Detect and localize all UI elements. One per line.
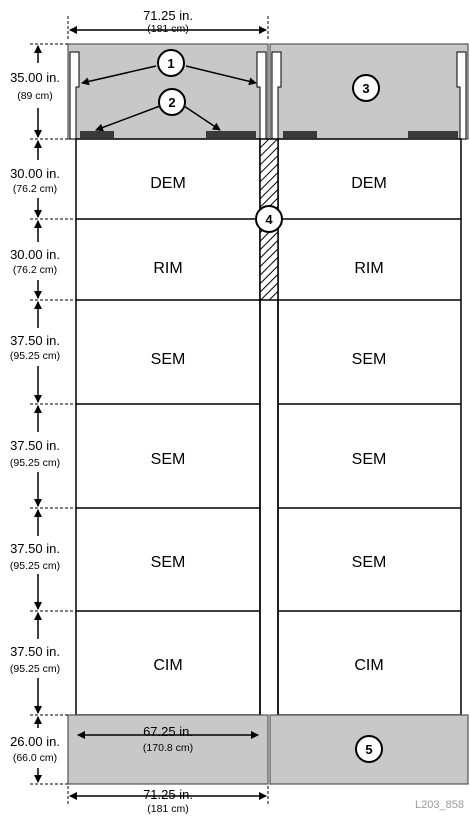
height-dimension-ticks <box>30 43 76 785</box>
bottom-unit-left: 67.25 in. (170.8 cm) <box>67 714 269 785</box>
module-label-rim-right: RIM <box>354 260 383 277</box>
module-label-sem-left-2: SEM <box>151 451 186 468</box>
inner-width-inches: 67.25 in. <box>143 724 193 739</box>
module-label-sem-left-3: SEM <box>151 554 186 571</box>
callout-3: 3 <box>352 74 380 102</box>
height-label-0-in: 35.00 in. <box>10 70 60 85</box>
module-label-sem-right-3: SEM <box>352 554 387 571</box>
module-label-rim-left: RIM <box>153 260 182 277</box>
height-label-6-in: 37.50 in. <box>10 644 60 659</box>
module-label-cim-left: CIM <box>153 657 182 674</box>
svg-text:3: 3 <box>362 81 369 96</box>
top-width-inches: 71.25 in. <box>143 8 193 23</box>
height-label-4-in: 37.50 in. <box>10 438 60 453</box>
floor-plate-right <box>206 131 256 138</box>
svg-text:4: 4 <box>265 212 273 227</box>
svg-text:2: 2 <box>168 95 175 110</box>
height-label-1-cm: (76.2 cm) <box>13 183 57 195</box>
bottom-width-dimension: 71.25 in. (181 cm) <box>67 786 269 815</box>
module-label-cim-right: CIM <box>354 657 383 674</box>
height-label-2-in: 30.00 in. <box>10 247 60 262</box>
callout-2: 2 <box>158 88 186 116</box>
svg-text:1: 1 <box>167 56 174 71</box>
svg-text:5: 5 <box>365 742 372 757</box>
module-label-sem-right-1: SEM <box>352 351 387 368</box>
callout-5: 5 <box>355 735 383 763</box>
height-label-7-in: 26.00 in. <box>10 734 60 749</box>
left-module-column <box>75 138 261 716</box>
module-label-dem-right: DEM <box>351 175 387 192</box>
height-label-4-cm: (95.25 cm) <box>10 457 60 469</box>
module-label-dem-left: DEM <box>150 175 186 192</box>
bottom-width-inches: 71.25 in. <box>143 787 193 802</box>
module-label-sem-left-1: SEM <box>151 351 186 368</box>
height-label-6-cm: (95.25 cm) <box>10 663 60 675</box>
top-width-cm: (181 cm) <box>147 23 188 35</box>
floor-plate-left <box>80 131 114 138</box>
module-label-sem-right-2: SEM <box>352 451 387 468</box>
bottom-width-cm: (181 cm) <box>147 803 188 815</box>
figure-id: L203_858 <box>415 799 464 811</box>
height-label-3-in: 37.50 in. <box>10 333 60 348</box>
height-label-1-in: 30.00 in. <box>10 166 60 181</box>
right-module-column <box>277 138 462 716</box>
top-width-dimension: 71.25 in. (181 cm) <box>67 8 269 40</box>
height-label-0-cm: (89 cm) <box>17 90 53 102</box>
height-label-5-in: 37.50 in. <box>10 541 60 556</box>
inner-width-cm: (170.8 cm) <box>143 742 193 754</box>
height-label-7-cm: (66.0 cm) <box>13 752 57 764</box>
callout-4: 4 <box>255 205 283 233</box>
callout-1: 1 <box>157 49 185 77</box>
height-label-3-cm: (95.25 cm) <box>10 350 60 362</box>
height-label-5-cm: (95.25 cm) <box>10 560 60 572</box>
height-label-2-cm: (76.2 cm) <box>13 264 57 276</box>
